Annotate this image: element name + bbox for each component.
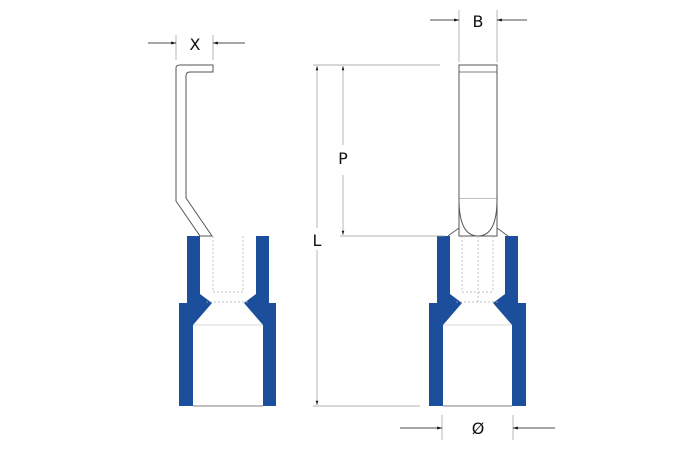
dimension-diameter: Ø	[400, 415, 555, 440]
dimension-b: B	[430, 10, 527, 62]
label-diameter: Ø	[472, 419, 485, 438]
dimension-extension-lines	[313, 64, 445, 407]
dimension-p: P	[338, 66, 348, 235]
dimension-l: L	[313, 66, 322, 405]
front-view-insulation	[429, 236, 526, 406]
side-view-insulation	[179, 236, 276, 406]
side-view-terminal	[175, 64, 276, 407]
side-view-pin	[175, 64, 214, 237]
dimension-x: X	[148, 35, 245, 60]
label-x: X	[190, 35, 201, 54]
label-l: L	[313, 231, 322, 250]
front-view-terminal	[429, 64, 526, 407]
label-b: B	[473, 12, 484, 31]
label-p: P	[338, 149, 348, 168]
